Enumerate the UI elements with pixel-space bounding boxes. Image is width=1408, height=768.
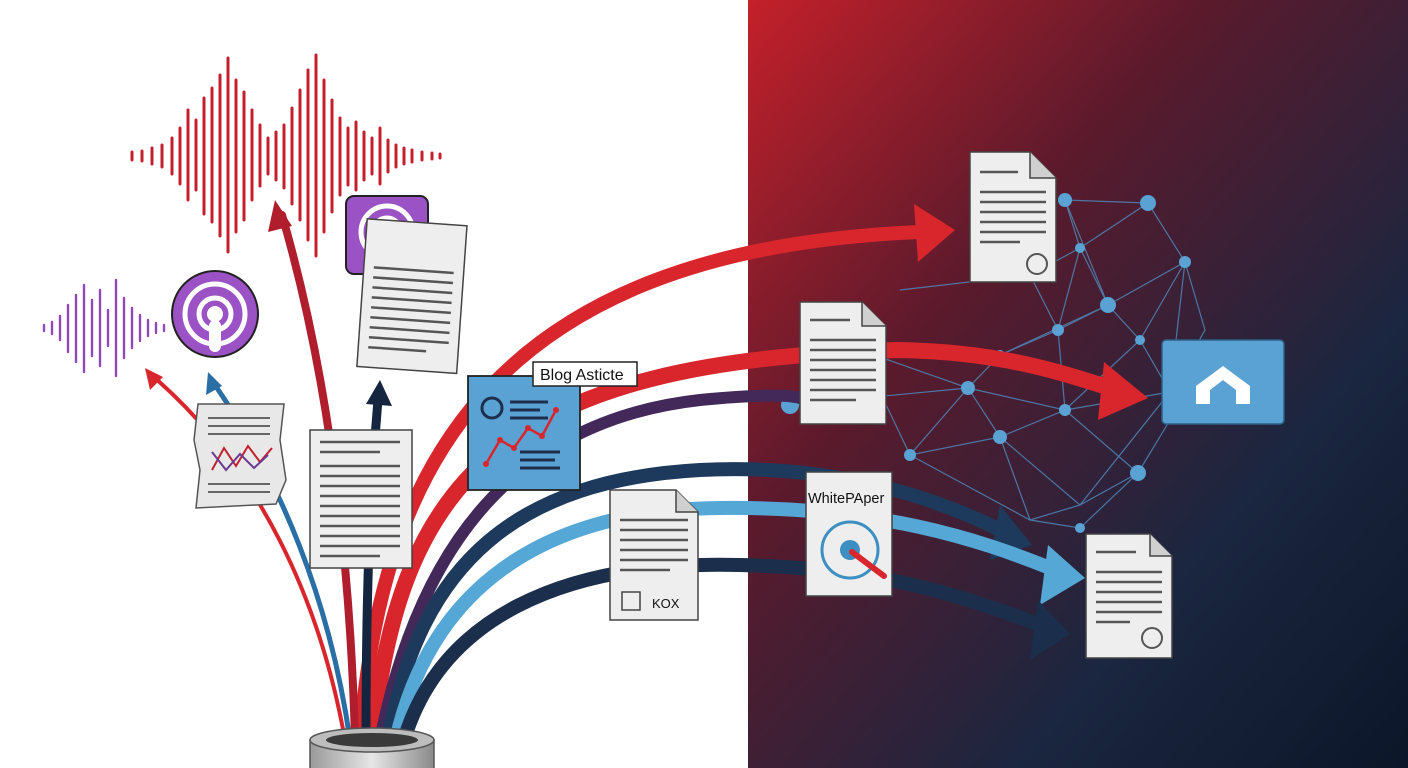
chart-document [193,403,287,509]
arrow-dark [397,557,1047,747]
blog-article-label: Blog Asticte [540,367,624,384]
arrow-navy [381,462,1007,747]
document-bottom-right [1085,533,1173,659]
document-form: KOX [609,489,699,621]
document-middle [799,301,887,425]
whitepaper-label: WhitePAper [808,491,884,507]
arrow-red-top-head [914,204,955,262]
document-article [309,429,413,569]
arrow-purple [374,389,806,746]
arrow-lightblue [389,500,1057,747]
arrow-red-left [153,376,347,742]
arrow-navy-up-head [366,380,392,406]
podcast-circle-icon [171,270,259,358]
arrow-red-middle [364,341,1118,748]
arrow-crimson-up-head [268,200,292,232]
arrow-red-left-head [145,368,163,390]
arrow-lightblue-head [1040,545,1085,605]
form-stamp-text: KOX [652,596,680,611]
arrow-dark-head [1030,600,1070,660]
arrow-blue-left-head [206,372,222,395]
document-podcast-transcript [356,218,468,375]
audio-waveform-purple [42,278,166,378]
source-cylinder [309,727,435,768]
whitepaper-document: WhitePAper [805,471,893,597]
document-top-right [969,151,1057,283]
arrow-red-middle-head [1098,362,1148,420]
home-icon [1161,339,1285,425]
audio-waveform-red [130,53,442,258]
blog-article-card: Blog Asticte [467,361,638,491]
